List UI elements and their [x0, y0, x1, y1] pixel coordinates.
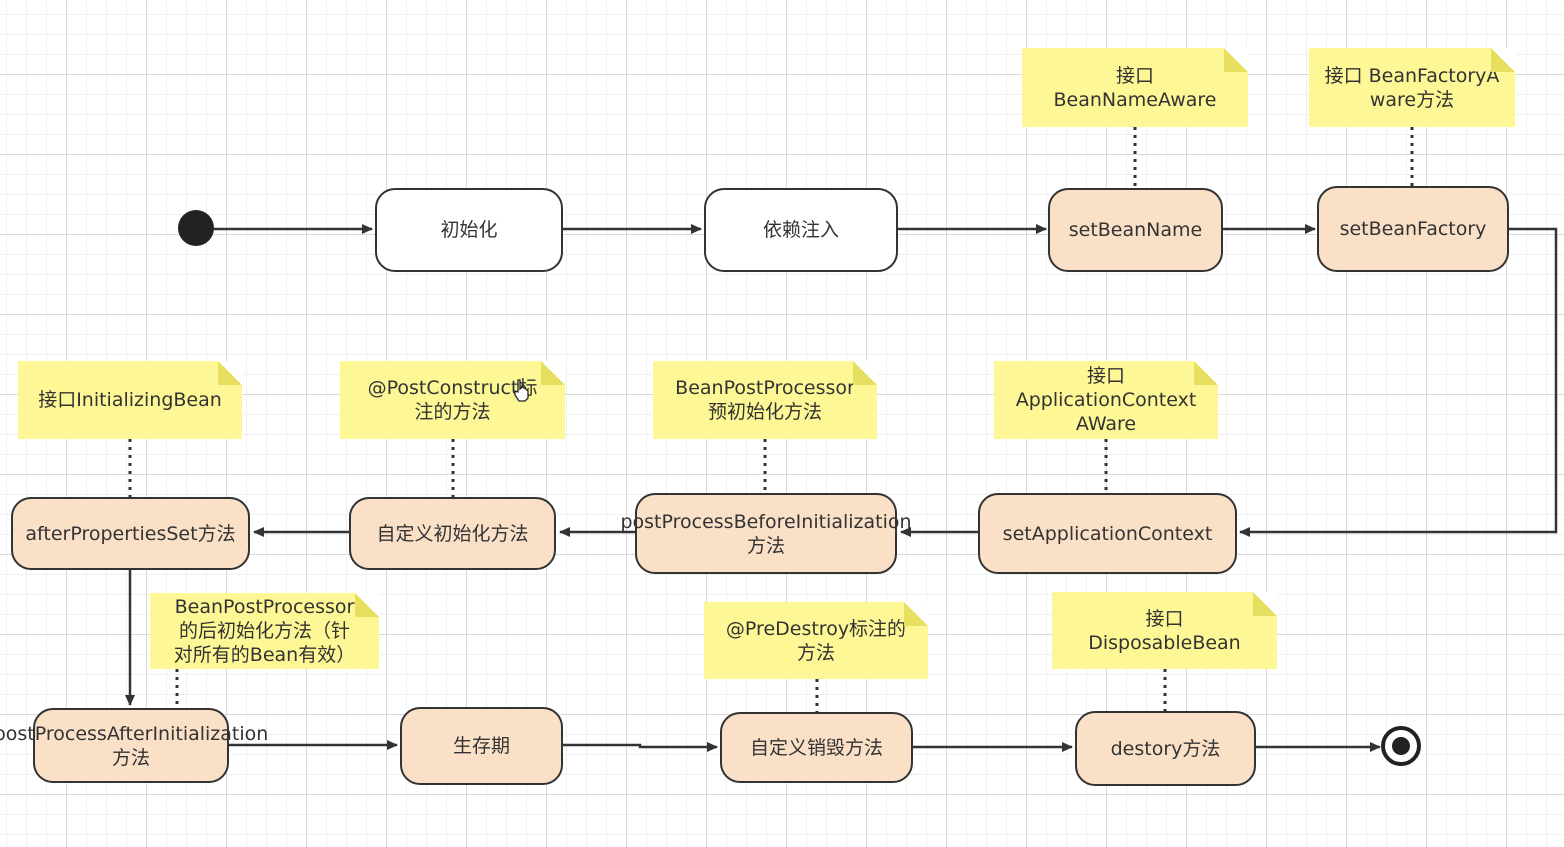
node-destroy[interactable]: destory方法 — [1075, 711, 1256, 786]
node-custom-init[interactable]: 自定义初始化方法 — [349, 497, 556, 570]
arrow-lifetime-to-customdestroy — [563, 742, 718, 752]
node-set-bean-factory[interactable]: setBeanFactory — [1317, 186, 1509, 272]
note-post-construct[interactable]: @PostConstruct标 注的方法 — [340, 361, 565, 439]
arrow-setbeanfactory-to-setappctx — [1239, 227, 1558, 537]
note-fold-icon — [541, 361, 565, 385]
note-fold-icon — [904, 602, 928, 626]
node-lifetime[interactable]: 生存期 — [400, 707, 563, 785]
note-bpp-post-init-text: BeanPostProcessor 的后初始化方法（针 对所有的Bean有效） — [173, 596, 356, 666]
note-fold-icon — [853, 361, 877, 385]
note-fold-icon — [1253, 592, 1277, 616]
node-dependency-injection[interactable]: 依赖注入 — [704, 188, 898, 272]
node-custom-destroy[interactable]: 自定义销毁方法 — [720, 712, 913, 783]
hand-cursor-icon — [514, 379, 529, 402]
note-bpp-pre-init-text: BeanPostProcessor 预初始化方法 — [675, 377, 855, 423]
node-init[interactable]: 初始化 — [375, 188, 563, 272]
note-fold-icon — [1491, 48, 1515, 72]
note-bean-name-aware[interactable]: 接口 BeanNameAware — [1022, 48, 1248, 127]
note-fold-icon — [1194, 361, 1218, 385]
note-disposable-bean[interactable]: 接口 DisposableBean — [1052, 592, 1277, 669]
note-bean-factory-aware-text: 接口 BeanFactoryAware方法 — [1324, 64, 1500, 111]
end-node — [1381, 726, 1421, 766]
note-application-context-aware[interactable]: 接口 ApplicationContext AWare — [994, 361, 1218, 439]
note-bpp-post-init[interactable]: BeanPostProcessor 的后初始化方法（针 对所有的Bean有效） — [150, 593, 379, 669]
start-node — [178, 210, 214, 246]
node-post-process-before[interactable]: postProcessBeforeInitialization方法 — [620, 493, 912, 574]
note-pre-destroy[interactable]: @PreDestroy标注的 方法 — [704, 602, 928, 679]
note-bean-name-aware-text: 接口 BeanNameAware — [1053, 64, 1217, 111]
note-application-context-aware-text: 接口 ApplicationContext AWare — [1015, 365, 1197, 435]
node-after-properties-set[interactable]: afterPropertiesSet方法 — [11, 497, 250, 570]
node-set-bean-name[interactable]: setBeanName — [1048, 188, 1223, 272]
note-bean-factory-aware[interactable]: 接口 BeanFactoryAware方法 — [1309, 48, 1515, 127]
note-pre-destroy-text: @PreDestroy标注的 方法 — [725, 617, 907, 664]
note-bpp-pre-init[interactable]: BeanPostProcessor 预初始化方法 — [653, 361, 877, 439]
note-fold-icon — [218, 361, 242, 385]
node-post-process-after[interactable]: postProcessAfterInitialization方法 — [0, 708, 268, 783]
note-initializing-bean[interactable]: 接口InitializingBean — [18, 361, 242, 439]
note-initializing-bean-text: 接口InitializingBean — [38, 389, 222, 411]
note-fold-icon — [355, 593, 379, 617]
note-post-construct-text: @PostConstruct标 注的方法 — [367, 377, 538, 423]
note-fold-icon — [1224, 48, 1248, 72]
node-set-application-context[interactable]: setApplicationContext — [978, 493, 1237, 574]
note-disposable-bean-text: 接口 DisposableBean — [1088, 607, 1241, 654]
